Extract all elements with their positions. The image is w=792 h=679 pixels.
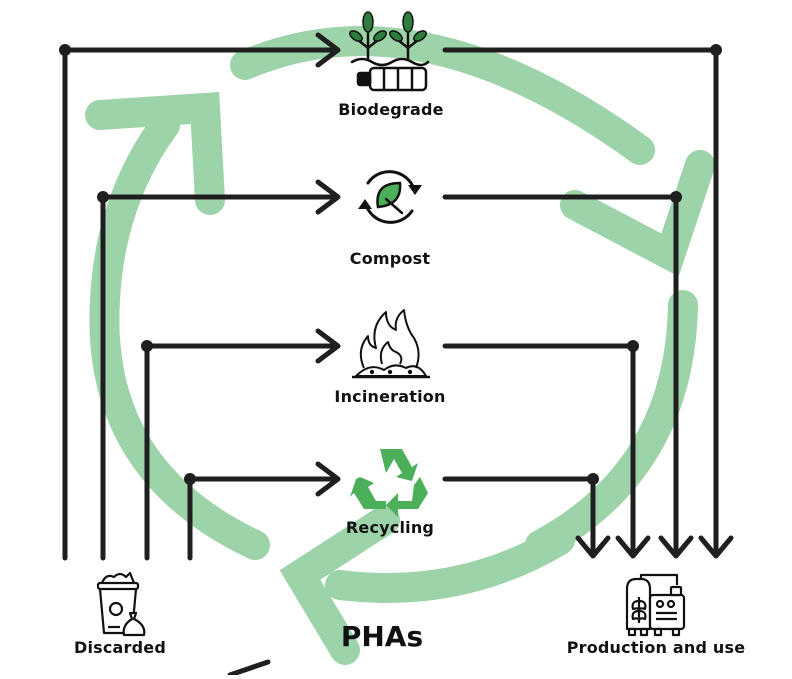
- arrowhead-down-1: [575, 535, 611, 559]
- cycle-arc-top: [230, 26, 655, 165]
- edge-discarded-compost: [100, 194, 338, 561]
- pathway-label-recycling: Recycling: [345, 518, 435, 537]
- cycle-arc-right: [525, 290, 698, 560]
- arrowhead-down-4: [698, 535, 734, 559]
- plant-bottle-icon: [349, 11, 430, 92]
- compost-cycle-icon: [358, 170, 422, 224]
- cycle-arc-bottom: [325, 525, 575, 603]
- arrowhead-down-3: [658, 535, 694, 559]
- dot: [670, 191, 682, 203]
- dot: [710, 44, 722, 56]
- fire-icon: [352, 309, 430, 379]
- dot: [627, 340, 639, 352]
- arrowhead-to-biodegrade: [315, 32, 341, 68]
- arrowhead-to-recycling: [315, 461, 341, 497]
- pathway-label-compost: Compost: [349, 249, 431, 268]
- cycle-arrowhead-right: [560, 150, 715, 277]
- recycle-icon: [350, 449, 428, 517]
- cycle-arc-left: [89, 110, 270, 560]
- center-title: PHAs: [340, 620, 424, 653]
- arrowhead-to-compost: [315, 179, 341, 215]
- pathway-label-incineration: Incineration: [334, 387, 446, 406]
- dot: [141, 340, 153, 352]
- dot: [587, 473, 599, 485]
- arrowhead-to-incineration: [315, 328, 341, 364]
- edge-incineration-production: [442, 343, 636, 558]
- dot: [59, 44, 71, 56]
- trash-bin-icon: [96, 571, 146, 637]
- cycle-arrowhead-bottom-left: [279, 505, 400, 665]
- cycle-arrowheads: [85, 92, 715, 665]
- arrowhead-down-2: [615, 535, 651, 559]
- sink-label-production: Production and use: [566, 638, 746, 657]
- source-label-discarded: Discarded: [73, 638, 167, 657]
- pathway-label-biodegrade: Biodegrade: [338, 100, 444, 119]
- factory-icon: [625, 573, 686, 637]
- edge-partial-bottom: [227, 659, 271, 678]
- dot: [97, 191, 109, 203]
- cycle-arrowhead-top-left: [85, 92, 225, 215]
- dot: [184, 473, 196, 485]
- junction-dots: [59, 44, 722, 485]
